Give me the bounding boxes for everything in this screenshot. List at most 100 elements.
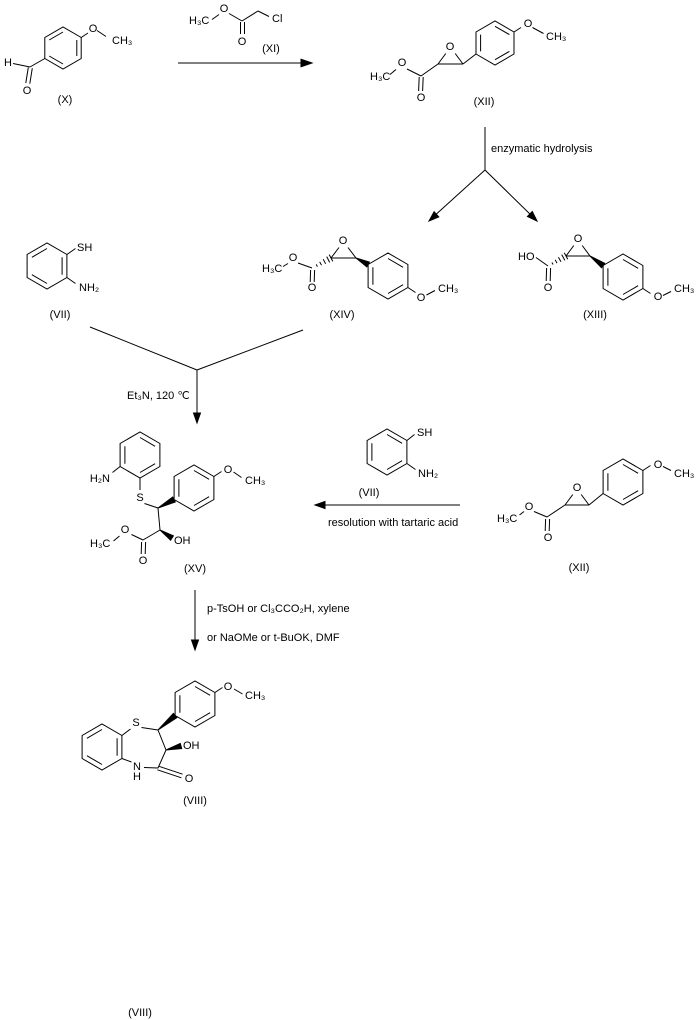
atom-label: CH₃ [546,31,566,43]
atom-label: O [524,18,533,30]
bold-wedge-bond [355,257,371,268]
ester-bonds [519,504,566,518]
atom-label: H₃C [370,71,390,83]
carbonyl-double-bond [240,22,245,34]
atom-label: O [224,681,233,693]
atom-label: HO [518,251,535,263]
sulfide-bonds [139,478,159,509]
compound-label: (XIII) [583,309,607,321]
atom-label: OH [174,535,191,547]
atom-label: NH₂ [79,282,99,294]
amine-bond [112,466,121,473]
compound-vii-left-structure: SH NH₂ [26,242,99,294]
compound-labels: (X)(XI)(XII)(VII)(XIV)(XIII)(XV)(VII)(XI… [50,43,607,1019]
arrow-head [300,58,314,68]
atom-label: O [121,524,130,536]
acid-bond [535,257,549,267]
compound-label: (VII) [359,487,380,499]
methoxy-bonds [407,287,436,296]
substituent-bonds [66,248,76,284]
ring-double-bonds [371,434,403,470]
atom-label: CH₃ [438,283,458,295]
ring-double-bonds [124,437,156,473]
benzene-ring [26,242,68,290]
atom-label: O [446,41,455,53]
arrow-step1 [178,58,314,68]
carbonyl-double-bond [25,67,33,84]
epoxide-ring [565,245,591,257]
atom-labels: SH NH₂ [77,242,99,294]
compound-label: (VIII) [128,1007,152,1019]
atom-label: S [136,492,143,504]
compound-label: (XII) [474,96,495,108]
bold-wedge-oh [165,742,183,751]
atom-label: O [23,85,32,97]
branch-lines [431,127,535,219]
atom-labels: H₃C O O O O CH₃ [370,18,566,104]
atom-label: O [525,501,534,513]
condition-text: p-TsOH or Cl₃CCO₂H, xylene [207,603,350,615]
ester-bonds [282,262,313,269]
methoxy-bonds [642,288,672,296]
atom-label: SH [77,242,92,254]
atom-label: O [139,555,148,567]
compound-label: (XV) [184,563,206,575]
atom-label: O [339,235,348,247]
atom-label: CH₃ [674,468,694,480]
atom-label: NH₂ [418,468,438,480]
atom-label: O [398,57,407,69]
atom-label: H₂N [90,473,110,485]
condition-text: Et₃N, 120 ℃ [127,390,190,402]
atom-label: O [417,92,426,104]
arrow-cyclization [190,590,200,652]
chain-bonds [142,507,161,541]
atom-label: H [4,57,12,69]
atom-label: N [133,761,141,773]
atom-label: O [654,291,663,303]
atom-label: SH [417,427,432,439]
atom-label: O [224,464,233,476]
methoxy-bonds [513,27,544,34]
arrow-condensation [89,326,304,425]
atom-label: O [417,292,426,304]
bold-wedge-aryl [157,712,178,731]
ring-double-bonds [31,248,63,284]
ring-double-bonds-2 [179,686,211,722]
compound-label: (XI) [262,43,280,55]
bold-wedge-aryl [157,496,177,509]
atom-label: O [544,282,553,294]
compound-xii-top-structure: H₃C O O O O CH₃ [370,18,566,104]
compound-label: (XIV) [329,309,354,321]
atom-label: H₃C [497,513,517,525]
bold-wedge-oh [159,529,175,541]
aminophenyl-ring [119,431,161,479]
aryl-link-bond [462,53,477,65]
benzene-ring [475,20,515,66]
atom-label: O [654,459,663,471]
ring-double-bonds [607,464,639,500]
condition-text: resolution with tartaric acid [328,517,458,529]
atom-label: CH₃ [112,35,132,47]
carbonyl-double-bond [544,518,551,532]
atom-label: H₃C [262,263,282,275]
benzene-ring [602,253,644,301]
substituent-bonds [12,30,107,68]
ring-double-bonds [372,258,404,294]
atom-label: S [132,717,139,729]
compound-label: (X) [58,94,73,106]
atom-label: OH [183,740,200,752]
atom-label: O [289,252,298,264]
methoxyphenyl-ring [173,464,215,512]
atom-label: O [574,233,583,245]
arrow-resolution [313,500,460,510]
carbonyl-double-bond [418,76,424,92]
